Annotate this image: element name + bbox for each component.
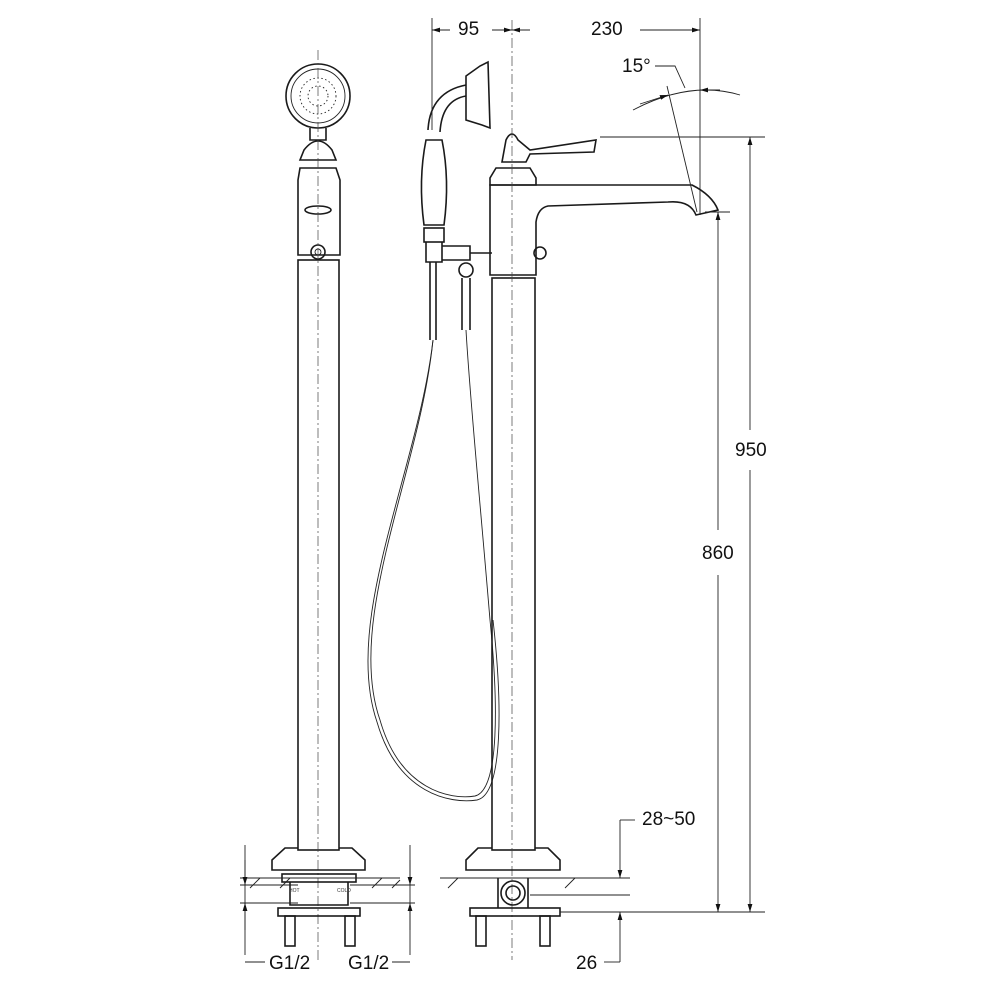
shower-hose xyxy=(370,329,496,798)
dimension-base-depth: 26 xyxy=(574,953,600,974)
dimension-spout-angle: 15° xyxy=(620,56,653,77)
hot-label: HOT xyxy=(289,888,300,894)
inlet-label-right: G1/2 xyxy=(346,953,392,974)
inlet-label-left: G1/2 xyxy=(267,953,313,974)
front-view-faucet xyxy=(367,18,765,963)
dimension-spout-reach: 230 xyxy=(589,19,625,40)
dimension-handshower-offset: 95 xyxy=(456,19,482,40)
cold-label: COLD xyxy=(337,888,351,894)
dimension-total-height: 950 xyxy=(733,440,769,461)
side-view-faucet xyxy=(240,50,415,963)
dimension-spout-height: 860 xyxy=(700,543,736,564)
handshower-neck xyxy=(427,84,467,131)
mixer-lever xyxy=(501,133,597,163)
spout xyxy=(489,184,720,276)
dimension-floor-depth: 28~50 xyxy=(640,809,698,830)
